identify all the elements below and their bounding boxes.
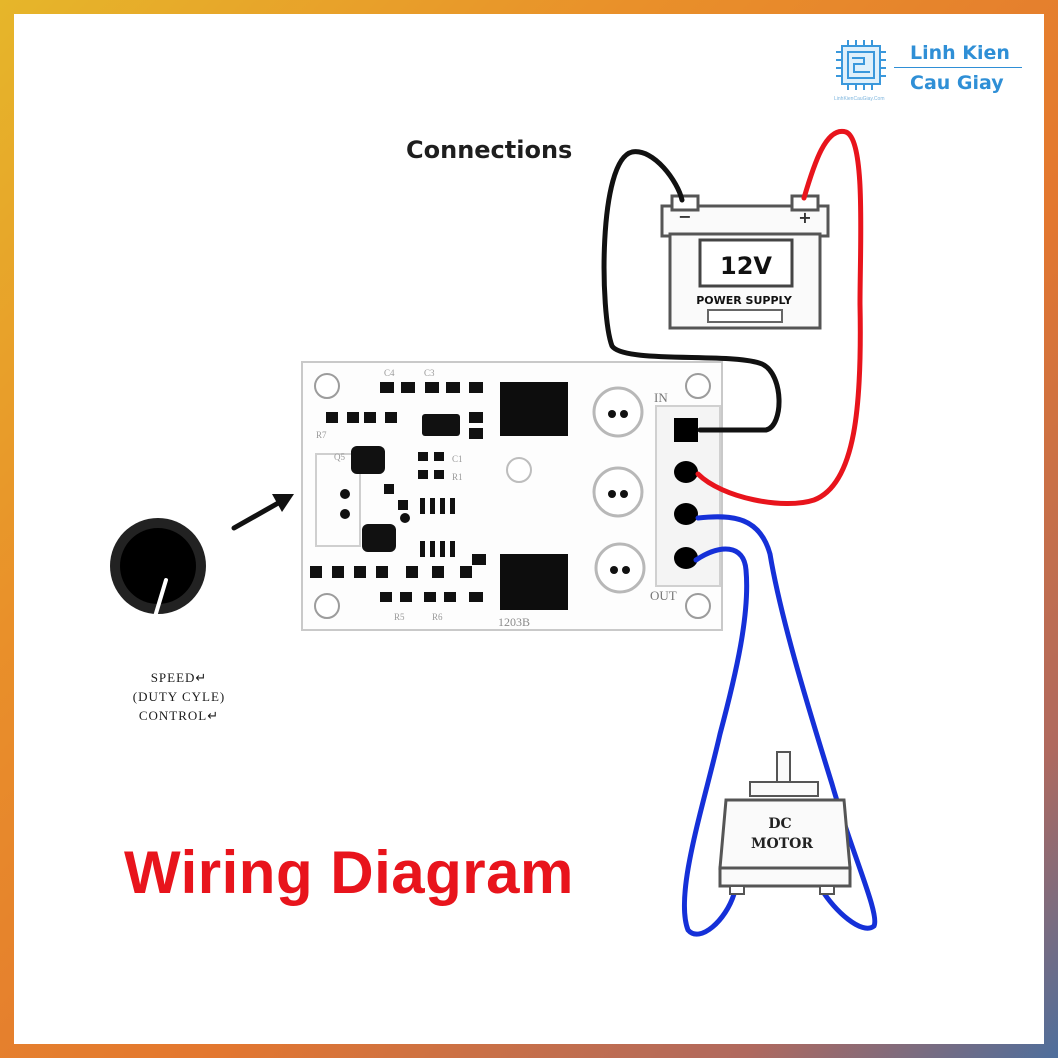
knob-caption: SPEED↵ (DUTY CYLE) CONTROL↵ [104, 668, 254, 725]
diagram-canvas: C4 C3 R7 C1 R1 R5 R6 Q5 IN OUT 1203B 12V… [14, 14, 1044, 1044]
knob-caption-line: SPEED↵ [150, 670, 208, 685]
svg-text:R1: R1 [452, 472, 463, 482]
power-supply-battery: 12V POWER SUPPLY − + [660, 194, 830, 330]
terminal-out-2 [674, 547, 698, 569]
svg-text:C4: C4 [384, 368, 395, 378]
board-in-label: IN [654, 390, 668, 405]
mosfet-top [500, 382, 568, 436]
battery-label: POWER SUPPLY [696, 294, 793, 307]
terminal-in-negative [674, 418, 698, 442]
battery-negative-post [670, 194, 700, 212]
motor-wire-2 [681, 546, 750, 937]
terminal-out-1 [674, 503, 698, 525]
positive-wire [695, 128, 864, 507]
svg-text:Q5: Q5 [334, 452, 345, 462]
pot-pin [400, 513, 410, 523]
svg-text:C3: C3 [424, 368, 435, 378]
capacitors [592, 386, 646, 594]
mounting-hole [314, 593, 340, 619]
knob-caption-line: (DUTY CYLE) [132, 689, 226, 704]
motor-body [718, 798, 852, 870]
motor-label-dc: DC [768, 816, 791, 832]
brand-subtitle: Cau Giay [910, 72, 1004, 94]
terminal-in-positive [674, 461, 698, 483]
motor-label-motor: MOTOR [751, 836, 813, 852]
battery-slot [707, 309, 783, 323]
wiring-diagram: C4 C3 R7 C1 R1 R5 R6 Q5 IN OUT 1203B 12V… [110, 128, 878, 937]
mounting-hole [685, 593, 711, 619]
mounting-hole [685, 373, 711, 399]
silkscreen-labels: C4 C3 R7 C1 R1 R5 R6 Q5 [316, 368, 463, 622]
pot-pin [340, 489, 350, 499]
mosfet-bottom [500, 554, 568, 610]
motor-terminal [819, 885, 835, 895]
svg-text:R7: R7 [316, 430, 327, 440]
brand-name: Linh Kien [910, 42, 1010, 64]
pwm-controller-board: C4 C3 R7 C1 R1 R5 R6 Q5 IN OUT 1203B [301, 361, 723, 631]
svg-text:R6: R6 [432, 612, 443, 622]
knob-inner [120, 528, 196, 604]
pot-footprint [315, 453, 361, 547]
board-out-label: OUT [650, 588, 677, 603]
motor-base [718, 866, 852, 888]
pot-pin [340, 509, 350, 519]
battery-voltage-box [698, 238, 794, 288]
dc-motor: DC MOTOR [718, 751, 852, 895]
brand-divider [894, 67, 1022, 68]
positive-sign: + [798, 208, 811, 227]
battery-voltage: 12V [720, 252, 772, 280]
negative-sign: − [678, 207, 691, 226]
mounting-hole [314, 373, 340, 399]
knob-indicator [152, 578, 168, 622]
svg-text:C1: C1 [452, 454, 463, 464]
wiring-diagram-title: Wiring Diagram [124, 839, 574, 906]
motor-wire-1 [695, 514, 878, 931]
knob-caption-line: CONTROL↵ [138, 708, 220, 723]
brand-url: LinhKienCauGiay.Com [834, 96, 885, 102]
knob-arrow [231, 494, 294, 531]
smd-components-top [310, 382, 486, 602]
board-model-label: 1203B [498, 615, 530, 629]
motor-terminal [729, 885, 745, 895]
svg-text:R5: R5 [394, 612, 405, 622]
brand-logo: Linh Kien Cau Giay LinhKienCauGiay.Com [834, 38, 1024, 118]
negative-wire [601, 149, 782, 433]
speed-knob [110, 518, 206, 622]
center-hole [506, 457, 532, 483]
chip-icon [836, 40, 886, 90]
connections-label: Connections [406, 136, 573, 164]
motor-collar [749, 781, 819, 797]
